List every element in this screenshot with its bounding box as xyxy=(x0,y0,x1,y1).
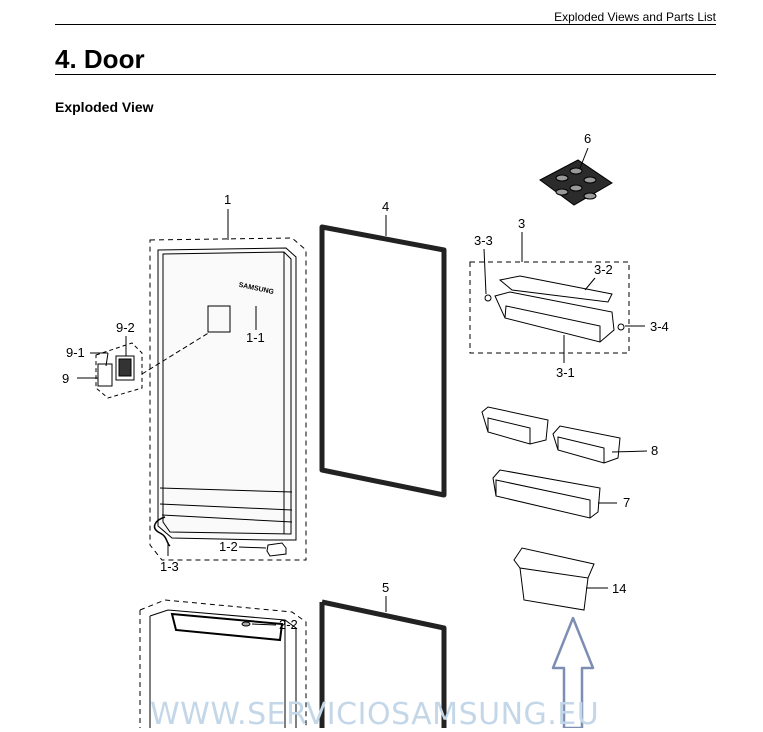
callout-3-2: 3-2 xyxy=(594,262,613,277)
door-bin-8 xyxy=(481,406,621,464)
up-arrow-icon xyxy=(551,616,595,728)
door-gasket-4 xyxy=(319,224,447,498)
callout-2-2: 2-2 xyxy=(279,617,298,632)
door-assembly-group-outline xyxy=(149,237,307,561)
callout-7: 7 xyxy=(623,495,630,510)
callout-6: 6 xyxy=(584,131,591,146)
lower-door-group-outline xyxy=(139,599,307,728)
lower-door-panel xyxy=(149,609,297,728)
callout-5: 5 xyxy=(382,580,389,595)
callout-9-1: 9-1 xyxy=(66,345,85,360)
callout-1-1: 1-1 xyxy=(246,330,265,345)
page-header: Exploded Views and Parts List xyxy=(55,8,716,25)
subtitle: Exploded View xyxy=(55,99,154,115)
callout-3-1: 3-1 xyxy=(556,365,575,380)
callout-14: 14 xyxy=(612,581,626,596)
door-bin-7 xyxy=(492,469,601,519)
shelf-assembly-parts xyxy=(484,275,625,343)
callout-1: 1 xyxy=(224,192,231,207)
door-handle-part xyxy=(266,542,287,557)
callout-1-2: 1-2 xyxy=(219,539,238,554)
callout-3-3: 3-3 xyxy=(474,233,493,248)
callout-4: 4 xyxy=(382,199,389,214)
header-text: Exploded Views and Parts List xyxy=(554,10,716,24)
callout-8: 8 xyxy=(651,443,658,458)
section-title: 4. Door xyxy=(55,44,716,75)
egg-tray-part xyxy=(539,159,613,206)
shelf-assembly-group-outline xyxy=(469,261,630,354)
part-9-components xyxy=(97,355,135,387)
section-title-text: 4. Door xyxy=(55,44,145,74)
door-panel xyxy=(157,247,297,541)
callout-3-4: 3-4 xyxy=(650,319,669,334)
door-gasket-5 xyxy=(319,599,447,728)
watermark: WWW.SERVICIOSAMSUNG.EU xyxy=(150,697,600,732)
callout-3: 3 xyxy=(518,216,525,231)
callout-1-3: 1-3 xyxy=(160,559,179,574)
leader-lines xyxy=(77,147,648,626)
callout-9: 9 xyxy=(62,371,69,386)
part-9-group-outline xyxy=(95,342,143,399)
callout-9-2: 9-2 xyxy=(116,320,135,335)
door-bin-14 xyxy=(513,547,595,611)
